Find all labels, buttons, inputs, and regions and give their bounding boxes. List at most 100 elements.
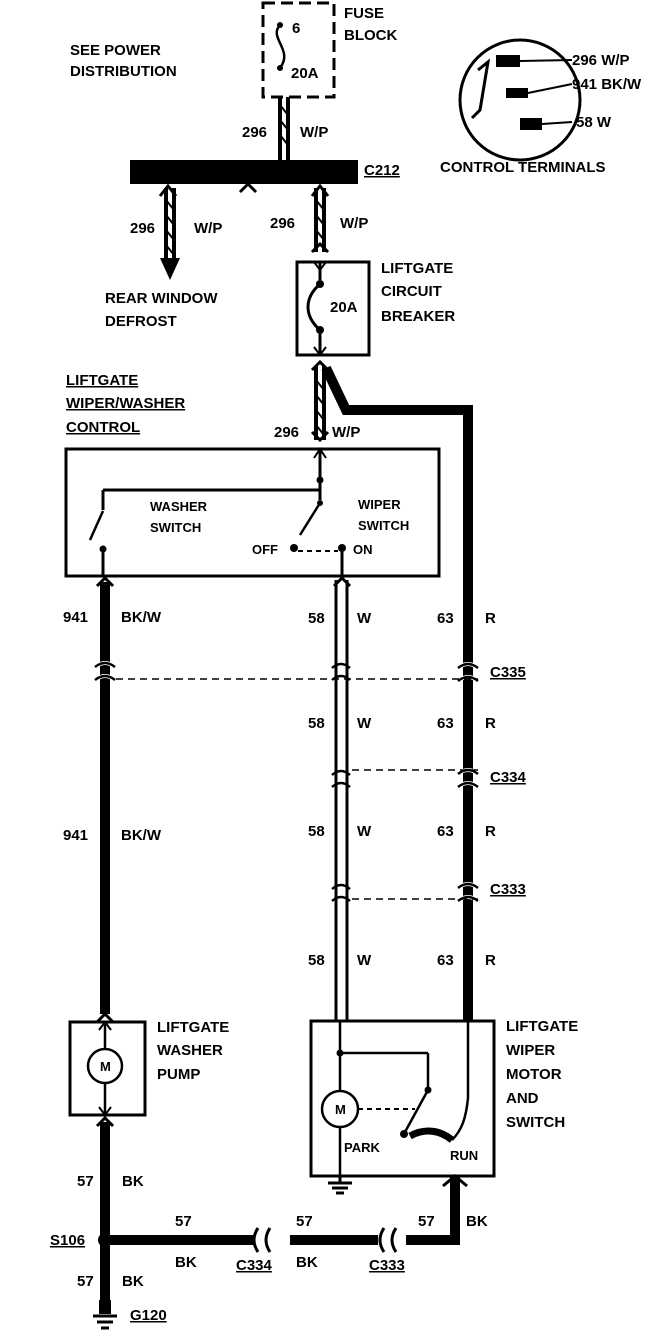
power-distribution-note-2: DISTRIBUTION xyxy=(70,63,177,80)
control-terminal-3: 58 W xyxy=(576,114,612,131)
wire-57-color-1: BK xyxy=(122,1173,144,1190)
wiper-motor-symbol: M xyxy=(335,1102,346,1117)
washer-pump-motor-symbol: M xyxy=(100,1059,111,1074)
liftgate-wiper-washer-control: WASHER SWITCH WIPER SWITCH OFF ON xyxy=(64,447,441,578)
wire-58-label-4: 58 xyxy=(308,952,325,969)
wire-57-label-4: 57 xyxy=(418,1213,435,1230)
wire-296-breaker-label: 296 xyxy=(270,215,295,232)
breaker-label-3: BREAKER xyxy=(381,308,455,325)
c333-ground-label: C333 xyxy=(369,1257,405,1274)
c212-connector-bar xyxy=(130,160,358,184)
park-label: PARK xyxy=(344,1140,380,1155)
wiper-switch-label-2: SWITCH xyxy=(358,518,409,533)
wire-941-label-1: 941 xyxy=(63,609,88,626)
wire-58-label-3: 58 xyxy=(308,823,325,840)
wire-296-defrost-color: W/P xyxy=(194,220,222,237)
wire-57-bk xyxy=(95,1115,468,1302)
washer-pump-label-1: LIFTGATE xyxy=(157,1019,229,1036)
wire-63-color-3: R xyxy=(485,823,496,840)
wiper-on-label: ON xyxy=(353,542,373,557)
wire-58-color-4: W xyxy=(357,952,372,969)
rear-window-defrost-label-2: DEFROST xyxy=(105,313,177,330)
wire-941-label-2: 941 xyxy=(63,827,88,844)
control-terminals-title: CONTROL TERMINALS xyxy=(440,159,606,176)
s106-label: S106 xyxy=(50,1232,85,1249)
wire-63-label-4: 63 xyxy=(437,952,454,969)
wire-296-control-label: 296 xyxy=(274,424,299,441)
wire-58-label-2: 58 xyxy=(308,715,325,732)
wire-296-breaker-feed xyxy=(310,183,330,254)
c212-terminal xyxy=(238,181,258,194)
liftgate-wiper-motor: M PARK RUN xyxy=(309,1019,496,1178)
control-terminal-2: 941 BK/W xyxy=(572,76,642,93)
g120-label: G120 xyxy=(130,1307,167,1324)
fuse-block: 6 20A xyxy=(261,1,336,99)
wire-296-label: 296 xyxy=(242,124,267,141)
wire-58-color-2: W xyxy=(357,715,372,732)
wire-57-label-5: 57 xyxy=(77,1273,94,1290)
run-label: RUN xyxy=(450,1148,478,1163)
control-terminals-symbol xyxy=(458,38,582,162)
wiper-motor-label-4: AND xyxy=(506,1090,539,1107)
wire-296-control-feed xyxy=(310,359,330,443)
wire-57-label-1: 57 xyxy=(77,1173,94,1190)
control-label-1: LIFTGATE xyxy=(66,372,138,389)
control-terminal-1: 296 W/P xyxy=(572,52,630,69)
control-label-2: WIPER/WASHER xyxy=(66,395,185,412)
wire-63-label-3: 63 xyxy=(437,823,454,840)
wire-63-label-1: 63 xyxy=(437,610,454,627)
wire-58-w xyxy=(331,575,352,1022)
breaker-label-1: LIFTGATE xyxy=(381,260,453,277)
wire-941-color-2: BK/W xyxy=(121,827,162,844)
wiper-motor-label-3: MOTOR xyxy=(506,1066,562,1083)
wiper-motor-ground-icon xyxy=(328,1176,352,1195)
g120-ground-icon xyxy=(93,1300,117,1330)
wiper-motor-label-5: SWITCH xyxy=(506,1114,565,1131)
washer-pump-label-2: WASHER xyxy=(157,1042,223,1059)
c212-label: C212 xyxy=(364,162,400,179)
wire-296-defrost-label: 296 xyxy=(130,220,155,237)
c333-label: C333 xyxy=(490,881,526,898)
wire-296-color: W/P xyxy=(300,124,328,141)
washer-switch-label-2: SWITCH xyxy=(150,520,201,535)
liftgate-circuit-breaker: 20A xyxy=(295,260,371,357)
washer-pump-label-3: PUMP xyxy=(157,1066,200,1083)
fuse-block-label-2: BLOCK xyxy=(344,27,397,44)
wire-63-color-1: R xyxy=(485,610,496,627)
wire-58-color-1: W xyxy=(357,610,372,627)
wire-63-red xyxy=(321,365,473,1020)
wiper-motor-label-2: WIPER xyxy=(506,1042,555,1059)
fuse-rating: 20A xyxy=(291,65,319,82)
wire-941-bk-w xyxy=(93,575,117,1024)
c334-ground-label: C334 xyxy=(236,1257,273,1274)
control-label-3: CONTROL xyxy=(66,419,140,436)
fuse-number: 6 xyxy=(292,20,300,37)
wiper-switch-label-1: WIPER xyxy=(358,497,401,512)
c335-label: C335 xyxy=(490,664,526,681)
wire-57-color-2: BK xyxy=(175,1254,197,1271)
wire-57-label-2: 57 xyxy=(175,1213,192,1230)
wire-296-breaker-color: W/P xyxy=(340,215,368,232)
power-distribution-note-1: SEE POWER xyxy=(70,42,161,59)
breaker-rating: 20A xyxy=(330,299,358,316)
wire-296-fuse-feed xyxy=(278,97,290,160)
liftgate-washer-pump: M xyxy=(68,1020,147,1117)
wire-57-label-3: 57 xyxy=(296,1213,313,1230)
wire-57-color-5: BK xyxy=(122,1273,144,1290)
wire-57-color-4: BK xyxy=(466,1213,488,1230)
wire-63-color-4: R xyxy=(485,952,496,969)
wire-296-control-color: W/P xyxy=(332,424,360,441)
wire-57-color-3: BK xyxy=(296,1254,318,1271)
rear-window-defrost-label-1: REAR WINDOW xyxy=(105,290,218,307)
wire-63-connector-marks xyxy=(456,662,480,903)
wire-63-color-2: R xyxy=(485,715,496,732)
wiper-off-label: OFF xyxy=(252,542,278,557)
washer-switch-label-1: WASHER xyxy=(150,499,208,514)
c334-label: C334 xyxy=(490,769,527,786)
wire-941-color-1: BK/W xyxy=(121,609,162,626)
wire-58-color-3: W xyxy=(357,823,372,840)
wire-58-label-1: 58 xyxy=(308,610,325,627)
wire-63-label-2: 63 xyxy=(437,715,454,732)
wire-296-defrost xyxy=(158,183,180,280)
